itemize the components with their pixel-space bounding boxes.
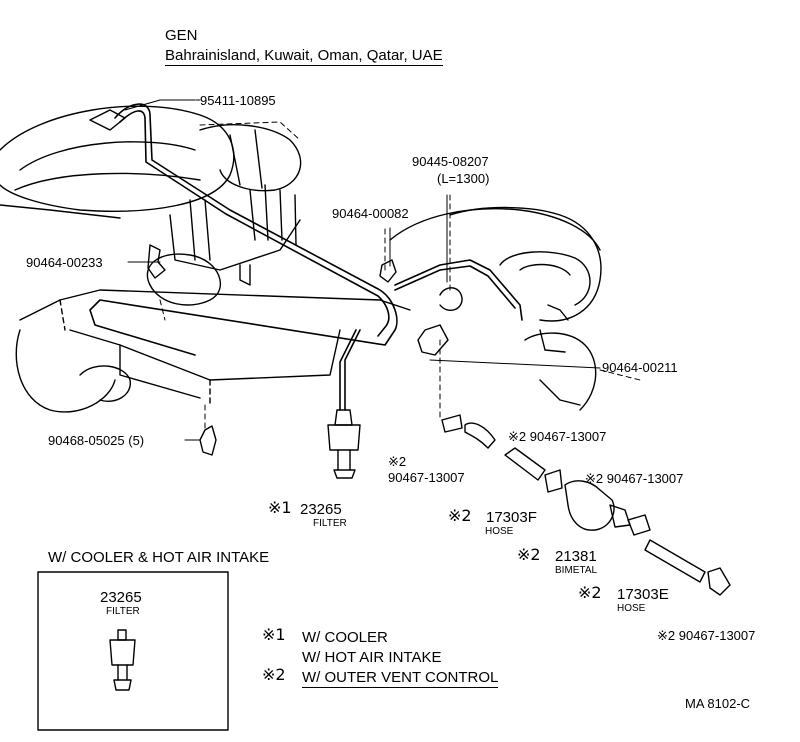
- clamp-drawings: [147, 244, 449, 456]
- air-cleaner-drawing: [0, 105, 302, 219]
- region-code: GEN: [165, 27, 198, 44]
- carburetor-drawing: [389, 206, 602, 411]
- hose-e-mark: ※2: [578, 583, 602, 602]
- part-90468-05025: 90468-05025 (5): [48, 433, 145, 448]
- bimetal-part-name: BIMETAL: [555, 565, 598, 576]
- hose-clamp-a: 90467-13007: [388, 470, 465, 485]
- bimetal-mark: ※2: [517, 545, 541, 564]
- leader-lines: [159, 99, 641, 431]
- engine-block-drawing: [15, 184, 411, 413]
- part-90464-00082: 90464-00082: [332, 206, 409, 221]
- filter-mark: ※1: [268, 498, 292, 517]
- hose-e-part-no: 17303E: [617, 586, 669, 603]
- filter-drawing: [327, 409, 361, 479]
- callout-lines: [124, 99, 601, 441]
- bimetal-part-no: 21381: [555, 548, 597, 565]
- hose-f-part-no: 17303F: [486, 509, 537, 526]
- filter-part-name: FILTER: [313, 518, 347, 529]
- part-90445-08207: 90445-08207: [412, 154, 489, 169]
- part-90464-00211: 90464-00211: [602, 360, 678, 375]
- hose-clamp-c: ※2 90467-13007: [585, 471, 684, 486]
- part-90464-00233: 90464-00233: [26, 255, 103, 270]
- hose-f-part-name: HOSE: [485, 526, 514, 537]
- inset-part-no: 23265: [100, 589, 142, 606]
- hose-f-mark: ※2: [448, 506, 472, 525]
- hose-assembly-drawing: [441, 414, 731, 596]
- legend-mark-2: ※2: [262, 665, 286, 684]
- hose-clamp-a-mark: ※2: [388, 454, 407, 469]
- figure-id: MA 8102-C: [685, 696, 751, 711]
- part-90445-length: (L=1300): [437, 171, 490, 186]
- vacuum-pipe-drawing: [89, 103, 523, 411]
- hose-clamp-b: ※2 90467-13007: [508, 429, 607, 444]
- inset-title: W/ COOLER & HOT AIR INTAKE: [48, 549, 270, 566]
- legend-1-line1: W/ COOLER: [302, 629, 388, 646]
- hose-e-part-name: HOSE: [617, 603, 646, 614]
- legend-1-line2: W/ HOT AIR INTAKE: [302, 649, 442, 666]
- hose-clamp-d: ※2 90467-13007: [657, 628, 756, 643]
- legend-mark-1: ※1: [262, 625, 286, 644]
- part-95411-10895: 95411-10895: [200, 93, 276, 108]
- inset-box: [37, 571, 229, 731]
- filter-part-no: 23265: [300, 501, 342, 518]
- region-countries: Bahrainisland, Kuwait, Oman, Qatar, UAE: [165, 47, 443, 66]
- inset-part-name: FILTER: [106, 606, 140, 617]
- legend-2-line: W/ OUTER VENT CONTROL: [302, 669, 499, 688]
